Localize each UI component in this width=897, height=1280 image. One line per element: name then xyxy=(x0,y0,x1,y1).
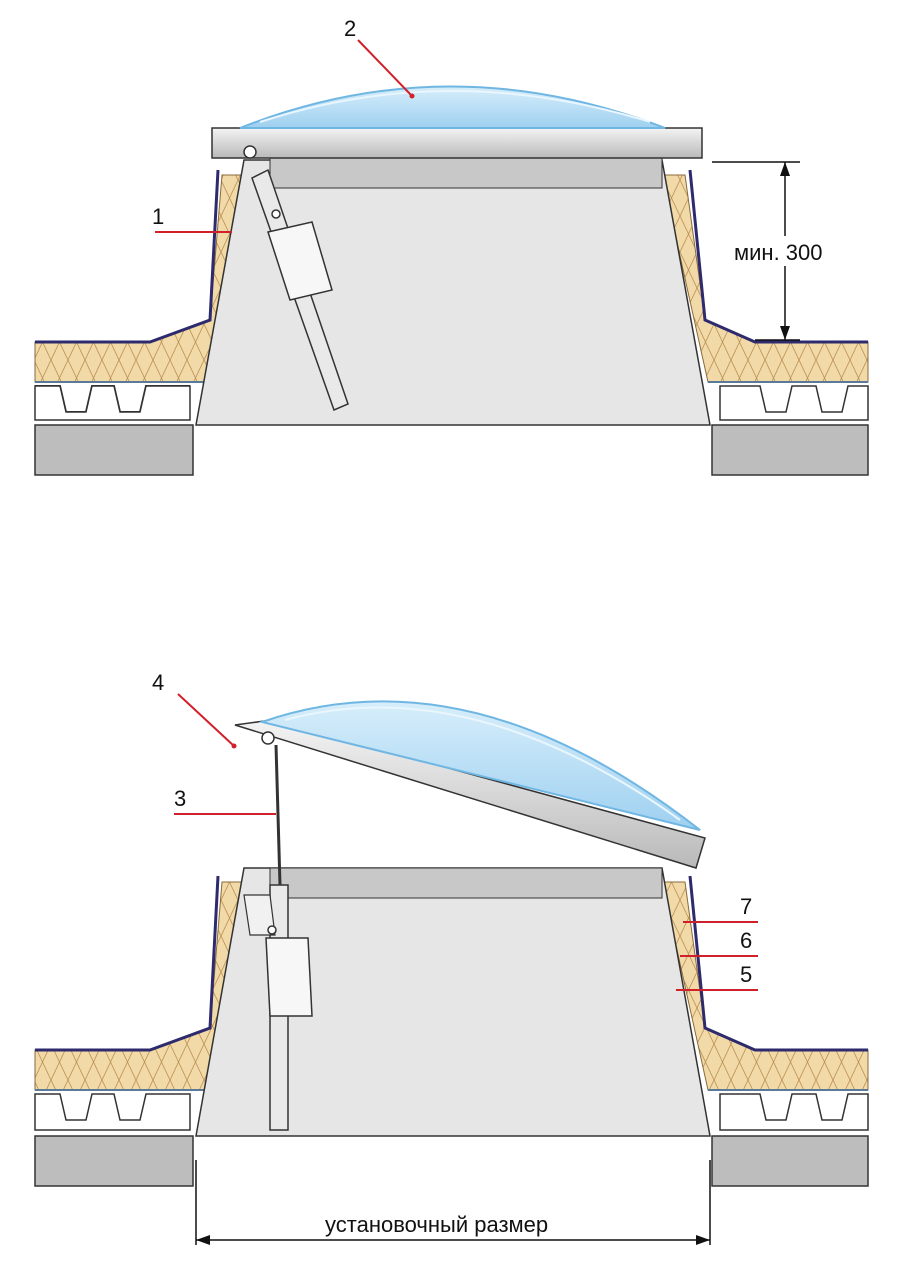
callout-3: 3 xyxy=(174,786,276,815)
open-hatch-section: установочный размер 3 4 7 6 5 xyxy=(34,670,869,1245)
min-height-dimension: мин. 300 xyxy=(712,161,842,341)
actuator-top xyxy=(243,145,349,412)
frame-profile-bottom xyxy=(269,867,663,899)
roof-insulation-left-bottom xyxy=(34,875,245,1091)
callout-5: 5 xyxy=(676,962,758,991)
callout-4: 4 xyxy=(152,670,237,749)
callout-7: 7 xyxy=(683,894,758,923)
dome-open xyxy=(258,700,701,831)
install-size-dimension: установочный размер xyxy=(195,1160,711,1245)
callout-6-label: 6 xyxy=(740,928,752,953)
steel-beam-right-top xyxy=(711,424,869,476)
dome-top xyxy=(239,85,666,129)
callout-1: 1 xyxy=(152,204,232,233)
actuator-bottom xyxy=(243,744,313,1131)
lid-frame-top xyxy=(211,127,703,159)
steel-beam-left-bottom xyxy=(34,1135,194,1187)
callout-4-label: 4 xyxy=(152,670,164,695)
open-lid xyxy=(234,700,706,869)
callout-1-label: 1 xyxy=(152,204,164,229)
callout-7-label: 7 xyxy=(740,894,752,919)
closed-hatch-section: мин. 300 1 2 xyxy=(34,16,869,476)
install-size-label: установочный размер xyxy=(325,1212,548,1237)
callout-6: 6 xyxy=(680,928,758,957)
min-height-label: мин. 300 xyxy=(734,240,823,265)
roof-insulation-right-top xyxy=(661,169,869,383)
steel-beam-right-bottom xyxy=(711,1135,869,1187)
callout-2-label: 2 xyxy=(344,16,356,41)
callout-3-label: 3 xyxy=(174,786,186,811)
corrugated-deck-bottom xyxy=(34,1093,869,1131)
steel-beam-left-top xyxy=(34,424,194,476)
callout-2: 2 xyxy=(344,16,415,99)
roof-insulation-right-bottom xyxy=(661,875,869,1091)
roof-insulation-left-top xyxy=(34,169,245,383)
frame-profile-top xyxy=(269,157,663,189)
corrugated-deck-top xyxy=(34,385,869,421)
callout-5-label: 5 xyxy=(740,962,752,987)
